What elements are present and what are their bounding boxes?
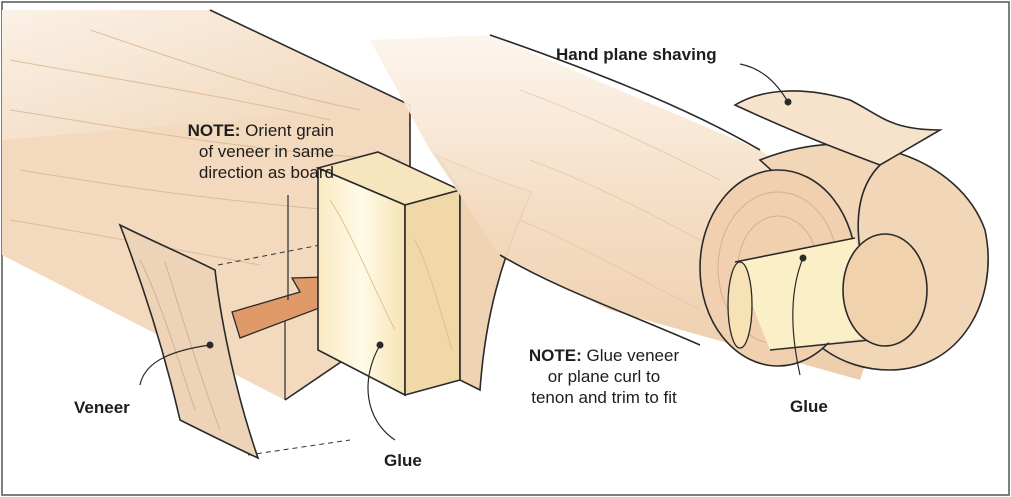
board-top-face xyxy=(2,10,410,140)
board xyxy=(2,9,411,401)
note-grain-line1: Orient grain xyxy=(240,121,334,140)
note-glue-line1: Glue veneer xyxy=(581,346,680,365)
note-grain-prefix: NOTE: xyxy=(187,121,241,140)
round-tenon xyxy=(727,233,928,351)
leader-dots xyxy=(206,98,807,349)
leader-lines xyxy=(139,63,804,441)
veneer-piece xyxy=(118,223,260,460)
board-front-face xyxy=(2,105,410,400)
note-grain-line2: of veneer in same xyxy=(198,142,334,161)
note-glue-line3: tenon and trim to fit xyxy=(531,388,677,407)
note-glue-veneer: NOTE: Glue veneer or plane curl to tenon… xyxy=(504,345,704,408)
note-glue-prefix: NOTE: xyxy=(528,346,582,365)
label-hand-plane-shaving: Hand plane shaving xyxy=(556,45,717,64)
note-grain-orientation: NOTE: Orient grain of veneer in same dir… xyxy=(134,120,334,183)
note-glue-line2: or plane curl to xyxy=(547,367,661,386)
note-grain-line3: direction as board xyxy=(198,163,334,182)
board-grain xyxy=(9,29,401,266)
tenon-block xyxy=(315,151,463,397)
label-veneer: Veneer xyxy=(74,398,130,417)
label-glue-tenon: Glue xyxy=(384,451,422,470)
placement-guides xyxy=(217,244,351,456)
label-glue-dowel: Glue xyxy=(790,397,828,416)
